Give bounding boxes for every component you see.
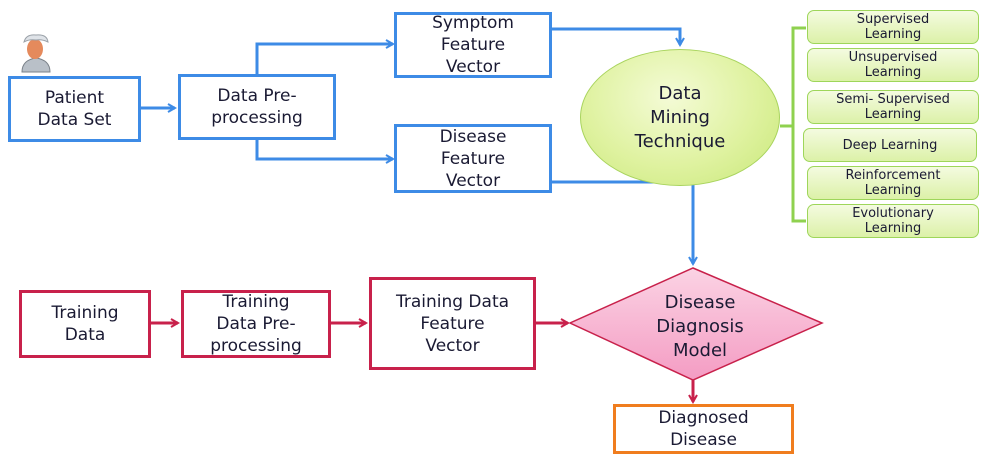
disease-feature-vector-label: Disease Feature Vector (439, 126, 507, 191)
learning-type-label: Evolutionary Learning (852, 206, 934, 236)
patient-avatar-icon (21, 34, 51, 73)
disease-diagnosis-model-shape (568, 267, 824, 381)
patient-data-set-box: Patient Data Set (8, 76, 141, 142)
learning-type-label: Supervised Learning (856, 12, 930, 42)
disease-feature-vector-box: Disease Feature Vector (394, 124, 552, 193)
arrow-preprocessing-to-disease (255, 140, 393, 159)
training-data-preprocessing-box: Training Data Pre- processing (181, 290, 331, 358)
training-data-label: Training Data (51, 303, 119, 345)
training-data-box: Training Data (19, 290, 151, 358)
learning-type-unsupervised: Unsupervised Learning (807, 48, 979, 82)
learning-type-supervised: Supervised Learning (807, 10, 979, 44)
symptom-feature-vector-label: Symptom Feature Vector (432, 13, 514, 77)
learning-type-semi-supervised: Semi- Supervised Learning (807, 90, 979, 124)
data-mining-technique-node: Data Mining Technique (580, 49, 780, 186)
learning-type-reinforcement: Reinforcement Learning (807, 166, 979, 200)
symptom-feature-vector-box: Symptom Feature Vector (394, 12, 552, 78)
training-data-feature-vector-box: Training Data Feature Vector (369, 277, 536, 370)
arrow-preprocessing-to-symptom (255, 44, 393, 74)
learning-type-deep: Deep Learning (803, 128, 977, 162)
data-preprocessing-box: Data Pre- processing (178, 74, 336, 140)
learning-type-label: Deep Learning (842, 137, 938, 153)
diagnosed-disease-label: Diagnosed Disease (658, 408, 749, 450)
data-preprocessing-label: Data Pre- processing (211, 86, 303, 128)
arrow-symptom-to-technique (552, 27, 680, 45)
disease-diagnosis-model-label: Disease Diagnosis Model (656, 292, 744, 361)
learning-type-label: Reinforcement Learning (845, 168, 941, 198)
learning-type-label: Unsupervised Learning (848, 50, 938, 80)
learning-types-bracket (791, 26, 806, 223)
data-mining-technique-label: Data Mining Technique (634, 82, 726, 152)
patient-data-set-label: Patient Data Set (37, 88, 112, 130)
training-data-preprocessing-label: Training Data Pre- processing (210, 292, 302, 356)
training-data-feature-vector-label: Training Data Feature Vector (395, 291, 510, 356)
diagnosed-disease-box: Diagnosed Disease (613, 404, 794, 454)
learning-type-evolutionary: Evolutionary Learning (807, 204, 979, 238)
learning-type-label: Semi- Supervised Learning (836, 92, 950, 122)
